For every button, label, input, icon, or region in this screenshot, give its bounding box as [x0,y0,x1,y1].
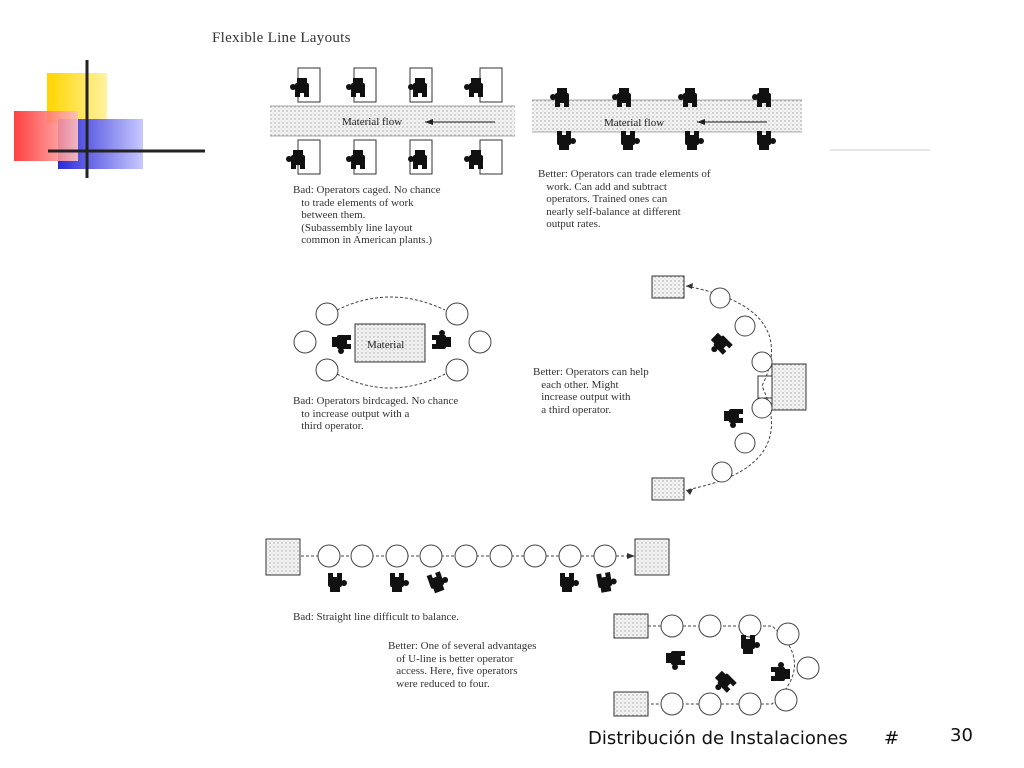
diagram-u-line [613,613,820,717]
material-box-label: Material [367,339,404,351]
caption-caged-operators: Bad: Operators caged. No chance to trade… [293,184,441,246]
diagram-straight-line [265,538,670,594]
footer-text: Distribución de Instalaciones [588,728,848,749]
diagram-birdcaged-operators: Material [293,296,492,389]
caption-u-line: Better: One of several advantages of U-l… [388,640,537,690]
page-number: 30 [950,725,973,746]
decorative-color-squares [14,60,205,178]
caption-straight-line: Bad: Straight line difficult to balance. [293,611,459,623]
caption-birdcaged-operators: Bad: Operators birdcaged. No chance to i… [293,395,459,432]
footer-hash: # [884,728,900,749]
diagram-caged-operators: Material flow [270,67,515,175]
diagram-trade-elements: Material flow [532,88,802,150]
caption-u-arc-help: Better: Operators can help each other. M… [533,366,649,416]
slide-title: Flexible Line Layouts [212,30,351,46]
faint-rule [830,149,930,151]
material-flow-label-2: Material flow [604,117,664,129]
material-flow-label: Material flow [342,116,402,128]
caption-trade-elements: Better: Operators can trade elements of … [538,168,711,230]
diagram-u-arc-help [651,275,807,501]
